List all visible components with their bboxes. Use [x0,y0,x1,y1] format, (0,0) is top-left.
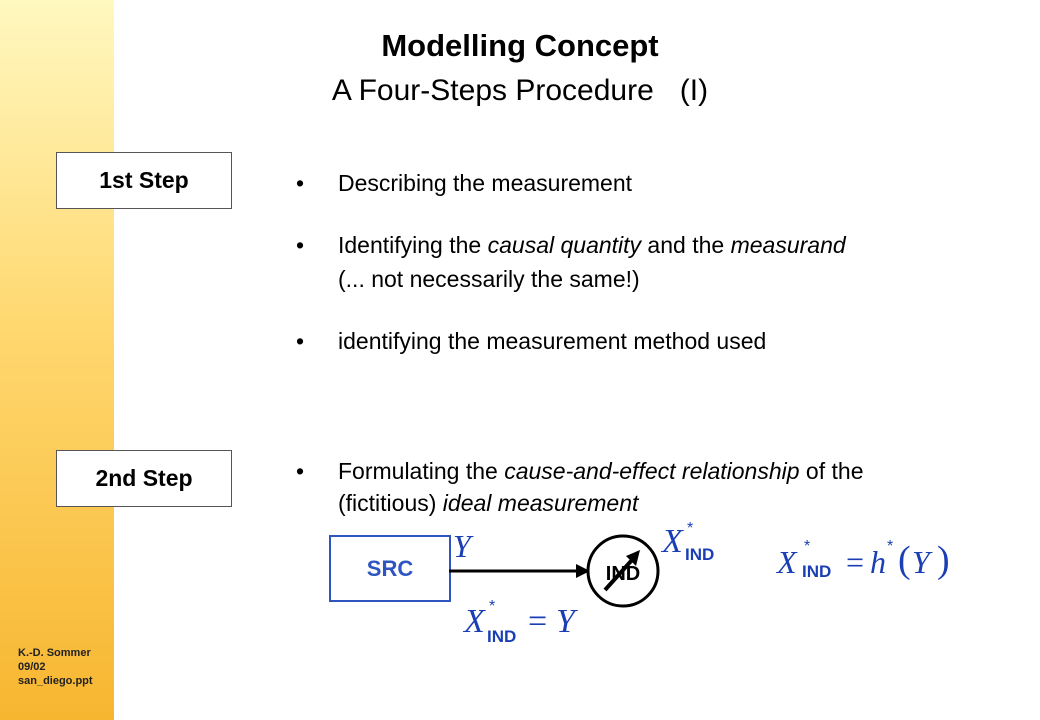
src-box: SRC [329,535,451,602]
footer-author: K.-D. Sommer [18,647,91,659]
bullet-text: Formulating the cause-and-effect relatio… [338,458,864,484]
sidebar-gradient [0,0,114,720]
eq-left-x: X [464,603,485,640]
footer-date: 09/02 [18,661,46,673]
func-x: X [777,544,797,580]
bullet-text: Identifying the causal quantity and the … [338,232,846,258]
paren-close: ) [937,539,950,581]
func-eq: = [846,544,865,580]
bullet-dot: • [296,232,305,258]
bullet-dot: • [296,328,305,354]
footer: K.-D. Sommer 09/02 san_diego.ppt [18,646,93,688]
subtitle-roman: (I) [679,74,709,107]
star-mark: * [687,520,694,537]
paren-open: ( [898,539,911,581]
indicator-needle [603,558,634,592]
x-ind-label: X [662,523,683,560]
footer-file: san_diego.ppt [18,675,93,687]
ind-subscript: IND [802,562,832,581]
bullet-text: identifying the measurement method used [338,328,767,354]
bullet-text: Describing the measurement [338,170,633,196]
page-subtitle: A Four-Steps Procedure (I) [0,74,1040,108]
star-mark: * [804,538,811,555]
eq-right-y: Y [556,603,575,640]
bullet-text-line2: (fictitious) ideal measurement [338,490,639,516]
bullet-dot: • [296,170,305,196]
func-h: h [870,544,886,580]
star-mark: * [887,538,894,555]
page-title: Modelling Concept [381,28,659,63]
eq-sign: = [528,603,548,640]
bullet-text-line2: (... not necessarily the same!) [338,266,640,292]
y-symbol: Y [453,528,471,564]
subtitle-text: A Four-Steps Procedure [331,74,654,107]
ind-subscript: IND [685,545,715,564]
func-y: Y [912,544,930,580]
step2-box: 2nd Step [56,450,232,507]
bullet-dot: • [296,458,305,484]
ind-subscript: IND [487,627,517,646]
star-mark: * [489,598,496,615]
step1-box: 1st Step [56,152,232,209]
indicator-needle-head [626,550,640,566]
signal-arrow-head [576,564,590,578]
